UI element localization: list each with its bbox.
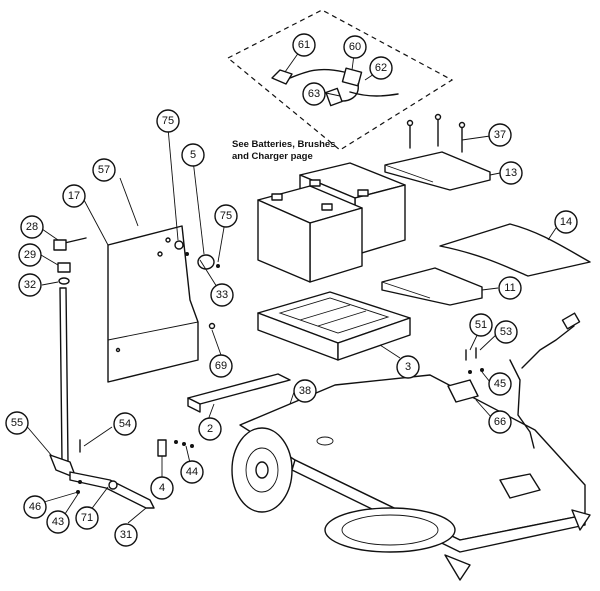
- svg-text:37: 37: [494, 129, 506, 141]
- callout-13: 13: [499, 161, 523, 185]
- svg-text:57: 57: [98, 164, 110, 176]
- callout-75-top: 75: [156, 109, 180, 133]
- callout-46: 46: [23, 495, 47, 519]
- callout-28: 28: [20, 215, 44, 239]
- callout-69: 69: [209, 354, 233, 378]
- svg-text:29: 29: [24, 249, 36, 261]
- callout-32: 32: [18, 273, 42, 297]
- svg-text:4: 4: [159, 482, 165, 494]
- callout-31: 31: [114, 523, 138, 547]
- callout-44: 44: [180, 460, 204, 484]
- cable-kit-group: [226, 9, 454, 151]
- callout-5: 5: [181, 143, 205, 167]
- svg-text:28: 28: [26, 221, 38, 233]
- callout-14: 14: [554, 210, 578, 234]
- callout-29: 29: [18, 243, 42, 267]
- chassis: [231, 374, 591, 581]
- svg-text:71: 71: [81, 512, 93, 524]
- svg-text:60: 60: [349, 41, 361, 53]
- handle-tube: [49, 237, 155, 509]
- callout-43: 43: [46, 510, 70, 534]
- svg-text:45: 45: [494, 378, 506, 390]
- svg-text:75: 75: [220, 210, 232, 222]
- callout-60: 60: [343, 35, 367, 59]
- callout-63: 63: [302, 82, 326, 106]
- note-line-1: See Batteries, Brushes: [232, 139, 336, 150]
- callout-4: 4: [150, 476, 174, 500]
- note-line-2: and Charger page: [232, 151, 313, 162]
- callout-3: 3: [396, 355, 420, 379]
- steering-handle: [447, 312, 581, 449]
- callout-38: 38: [293, 379, 317, 403]
- callout-17: 17: [62, 184, 86, 208]
- battery-tray: [257, 291, 411, 361]
- svg-text:5: 5: [190, 149, 196, 161]
- switch-parts: [174, 240, 220, 330]
- bracket-11: [381, 267, 483, 306]
- battery-front: [257, 179, 369, 283]
- svg-text:51: 51: [475, 319, 487, 331]
- svg-text:38: 38: [299, 385, 311, 397]
- callout-11: 11: [498, 276, 522, 300]
- callout-71: 71: [75, 506, 99, 530]
- svg-text:62: 62: [375, 62, 387, 74]
- callout-62: 62: [369, 56, 393, 80]
- mat-14: [439, 223, 591, 277]
- svg-text:31: 31: [120, 529, 132, 541]
- svg-text:46: 46: [29, 501, 41, 513]
- svg-text:43: 43: [52, 516, 64, 528]
- callout-33: 33: [210, 283, 234, 307]
- callout-55: 55: [5, 411, 29, 435]
- callout-61: 61: [292, 33, 316, 57]
- svg-text:63: 63: [308, 88, 320, 100]
- svg-text:44: 44: [186, 466, 198, 478]
- bracket-13: [384, 151, 491, 191]
- panel-17: [107, 225, 199, 383]
- svg-text:3: 3: [405, 361, 411, 373]
- svg-text:55: 55: [11, 417, 23, 429]
- svg-text:61: 61: [298, 39, 310, 51]
- svg-text:32: 32: [24, 279, 36, 291]
- svg-text:2: 2: [207, 423, 213, 435]
- svg-text:75: 75: [162, 115, 174, 127]
- svg-text:53: 53: [500, 326, 512, 338]
- callout-51: 51: [469, 313, 493, 337]
- svg-text:17: 17: [68, 190, 80, 202]
- callout-54: 54: [113, 412, 137, 436]
- svg-text:11: 11: [504, 282, 515, 294]
- callout-57: 57: [92, 158, 116, 182]
- callout-45: 45: [488, 372, 512, 396]
- callout-2: 2: [198, 417, 222, 441]
- callout-53: 53: [494, 320, 518, 344]
- svg-text:33: 33: [216, 289, 228, 301]
- svg-text:13: 13: [505, 167, 517, 179]
- svg-text:69: 69: [215, 360, 227, 372]
- callout-37: 37: [488, 123, 512, 147]
- svg-text:14: 14: [560, 216, 572, 228]
- svg-text:66: 66: [494, 416, 506, 428]
- bolts-37: [406, 113, 466, 153]
- bar-2: [187, 373, 291, 413]
- svg-text:54: 54: [119, 418, 131, 430]
- callout-66: 66: [488, 410, 512, 434]
- callout-75-right: 75: [214, 204, 238, 228]
